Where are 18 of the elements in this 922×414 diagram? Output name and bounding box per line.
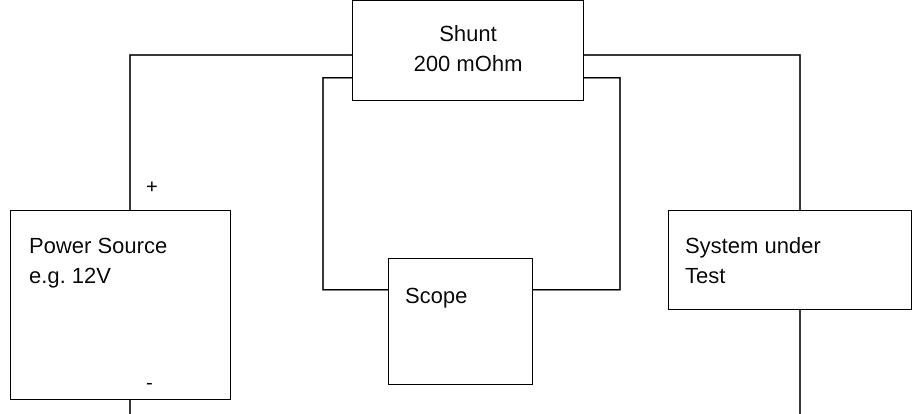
wire [129,54,352,210]
node-label: Power Source [29,232,168,260]
polarity-label: - [146,372,153,395]
wire [322,77,388,290]
node-label: Shunt [439,20,497,48]
system-box [668,210,912,310]
wire [129,400,131,414]
node-label: 200 mOhm [414,50,522,78]
node-label: Scope [405,282,468,310]
shunt-box [352,0,584,101]
polarity-label: + [146,176,158,199]
power-source-box [10,210,231,400]
node-label: e.g. 12V [29,262,111,290]
wire [799,310,801,414]
wire [584,54,801,210]
node-label: System under Test [685,232,822,290]
scope-box [388,258,533,385]
wire [533,77,621,290]
